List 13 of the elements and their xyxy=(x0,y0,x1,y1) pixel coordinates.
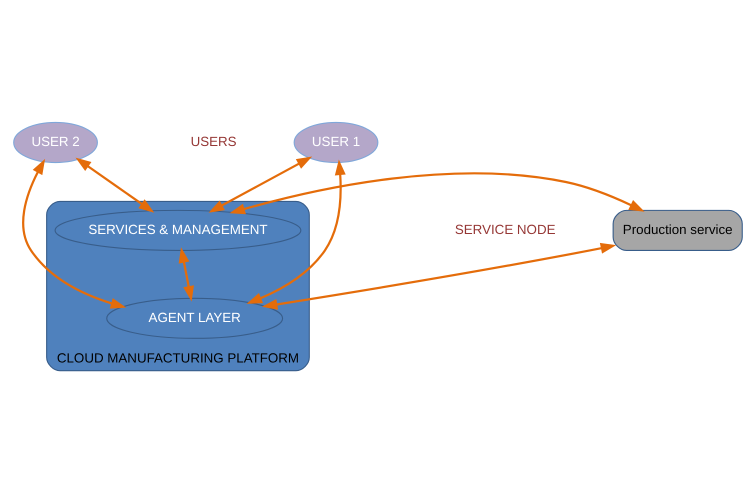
node-ellipse: USER 2 xyxy=(13,121,98,163)
arrow xyxy=(208,156,312,212)
arrow xyxy=(262,242,616,310)
arrow xyxy=(178,246,194,302)
label: SERVICE NODE xyxy=(454,221,556,236)
arrow xyxy=(246,158,346,304)
node-box: Production service xyxy=(612,209,743,250)
label: USERS xyxy=(190,133,237,148)
node-ellipse: USER 1 xyxy=(294,121,378,163)
arrow xyxy=(76,157,154,212)
node-ellipse: SERVICES & MANAGEMENT xyxy=(54,209,302,250)
arrow xyxy=(22,158,126,308)
arrow xyxy=(229,172,645,214)
